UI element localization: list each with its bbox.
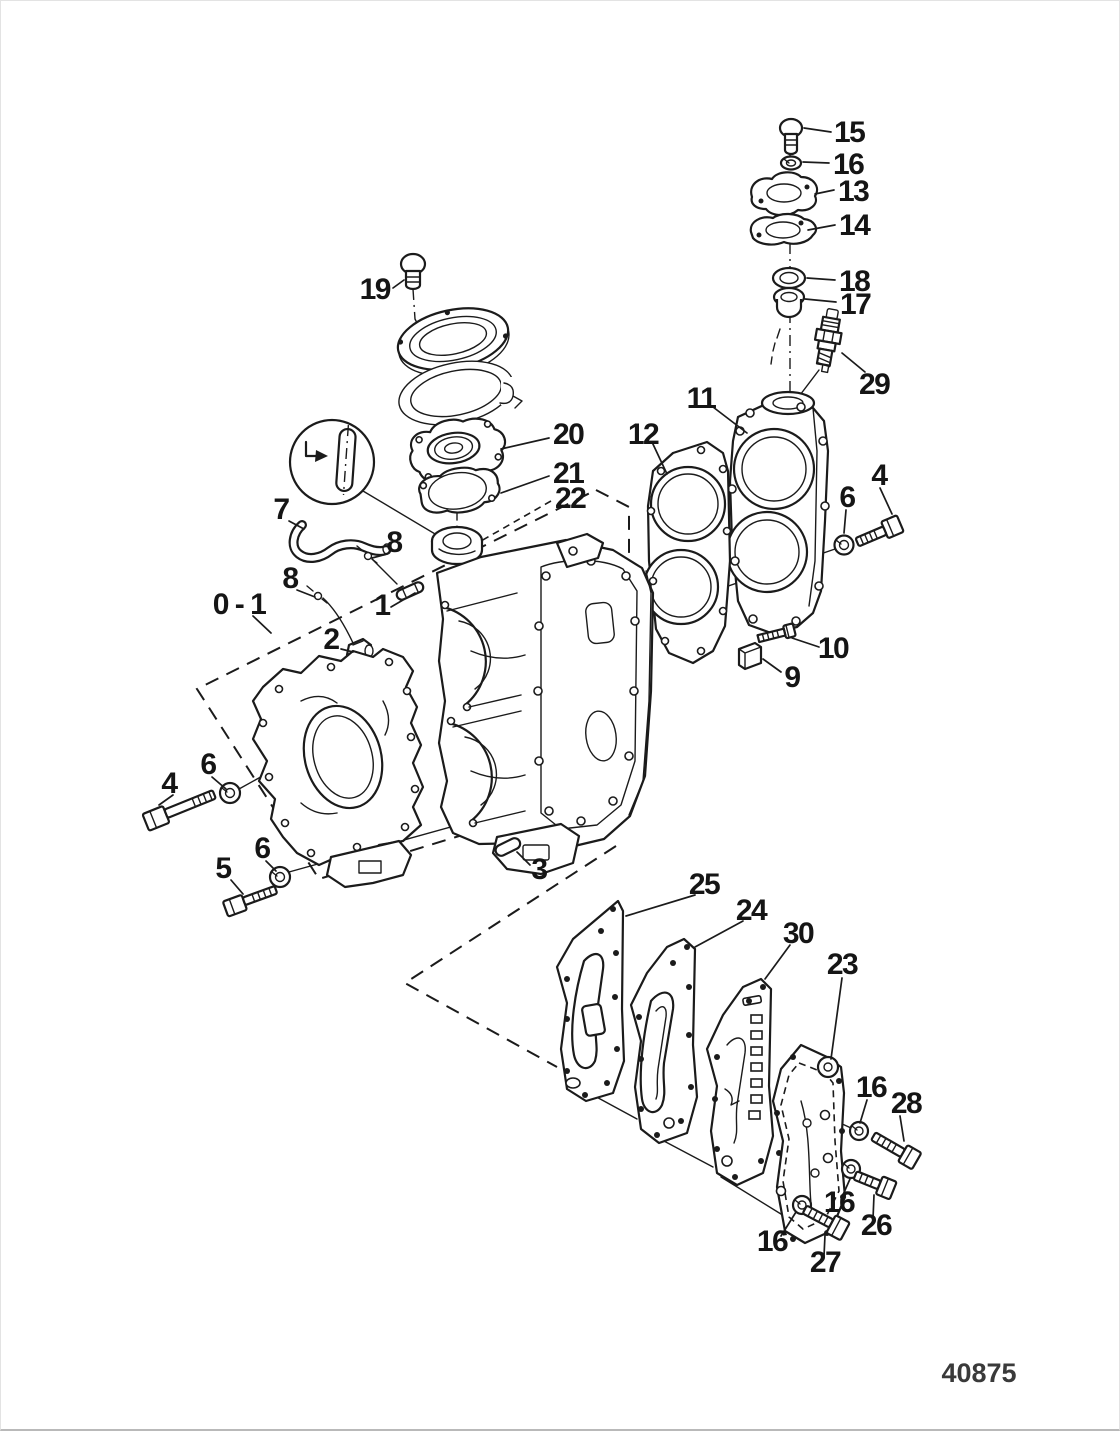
callout-16-top: 16: [856, 1071, 887, 1104]
part-8-clamp-lower: [306, 585, 328, 604]
callout-labels: 15 16 13 14 18 17 29 11 12 4 6 10 9 19 2…: [161, 116, 923, 1279]
callout-20: 20: [553, 418, 584, 451]
callout-13: 13: [838, 175, 869, 208]
callout-2: 2: [323, 623, 339, 656]
callout-0-1: 0 - 1: [213, 588, 266, 621]
plate-link-3: [720, 1176, 790, 1220]
callout-1: 1: [374, 589, 390, 622]
callout-15: 15: [834, 116, 865, 149]
part-29-spark-plug: [813, 308, 843, 374]
part-16-washer-middle: [840, 1158, 862, 1180]
callout-22: 22: [555, 482, 586, 515]
callout-16-thermostat: 16: [833, 148, 864, 181]
part-24-gasket: [629, 937, 699, 1145]
part-18-seal-ring: [771, 266, 807, 290]
part-28-bolt: [870, 1131, 922, 1170]
dowel-pin-inset: [288, 418, 376, 506]
part-13-thermostat-cover: [750, 171, 819, 217]
vent-line-1: [322, 597, 354, 644]
assembly-outline-0-1: [195, 488, 630, 881]
cylinder-block: [435, 532, 655, 876]
callout-19: 19: [360, 273, 391, 306]
part-16-washer-thermostat: [779, 155, 803, 171]
callout-29: 29: [859, 368, 890, 401]
callout-8-upper: 8: [386, 526, 402, 559]
callout-6-crankcase-upper: 6: [200, 748, 216, 781]
callout-6-crankcase-lower: 6: [254, 832, 270, 865]
drawing-number: 40875: [941, 1358, 1016, 1388]
callout-6-head: 6: [839, 481, 855, 514]
callout-16-bottom: 16: [757, 1225, 788, 1258]
callout-17: 17: [840, 288, 871, 321]
callout-28: 28: [891, 1087, 922, 1120]
callout-24: 24: [736, 894, 768, 927]
callout-12: 12: [628, 418, 659, 451]
part-17-thermostat: [770, 286, 806, 365]
callout-14: 14: [839, 209, 871, 242]
part-10-screw: [756, 622, 797, 644]
callout-16-middle: 16: [824, 1186, 855, 1219]
part-26-bolt: [852, 1170, 898, 1201]
callout-30: 30: [783, 917, 814, 950]
callout-9: 9: [784, 661, 800, 694]
crankcase-cover: [251, 647, 425, 889]
callout-21: 21: [553, 457, 584, 490]
callout-4-head: 4: [871, 459, 888, 492]
callout-18: 18: [839, 265, 870, 298]
part-30-baffle-plate: [705, 977, 775, 1187]
part-6-washer-crankcase-lower: [268, 865, 292, 889]
part-27-bolt: [802, 1205, 851, 1241]
part-16-washer-top: [848, 1120, 870, 1142]
part-3-dowel-pin: [494, 837, 522, 857]
part-14-thermostat-gasket: [749, 212, 818, 246]
part-15-screw: [778, 117, 804, 156]
retaining-ring: [398, 360, 523, 426]
part-25-gasket: [555, 899, 626, 1103]
part-5-bolt: [222, 885, 278, 918]
part-12-head-gasket: [642, 440, 732, 665]
callout-3: 3: [531, 853, 547, 886]
part-22-oil-seal: [430, 525, 484, 566]
part-7-hose: [288, 520, 392, 563]
part-19-plug: [399, 252, 427, 291]
part-23-exhaust-cover: [771, 1043, 847, 1245]
part-1-fitting: [395, 581, 425, 601]
part-4-bolt-crankcase: [141, 789, 217, 832]
part-9-anode: [737, 641, 763, 671]
part-8-clamp-upper: [356, 545, 378, 564]
part-6-washer-head: [833, 534, 855, 556]
part-21-cover-gasket: [418, 466, 501, 514]
callout-7: 7: [273, 493, 289, 526]
part-11-cylinder-head: [725, 390, 830, 635]
callout-5: 5: [215, 852, 231, 885]
callout-25: 25: [689, 868, 720, 901]
bearing-ring-upper: [396, 307, 510, 377]
part-4-bolt-head: [854, 514, 905, 547]
leader-lines: [158, 127, 905, 1257]
callout-26: 26: [861, 1209, 892, 1242]
callout-23: 23: [827, 948, 858, 981]
callout-4-crankcase: 4: [161, 767, 178, 800]
callout-10: 10: [818, 632, 849, 665]
callout-27: 27: [810, 1246, 841, 1279]
callout-11: 11: [687, 382, 717, 415]
callout-8-lower: 8: [282, 562, 298, 595]
part-20-bearing-cover: [409, 417, 507, 484]
